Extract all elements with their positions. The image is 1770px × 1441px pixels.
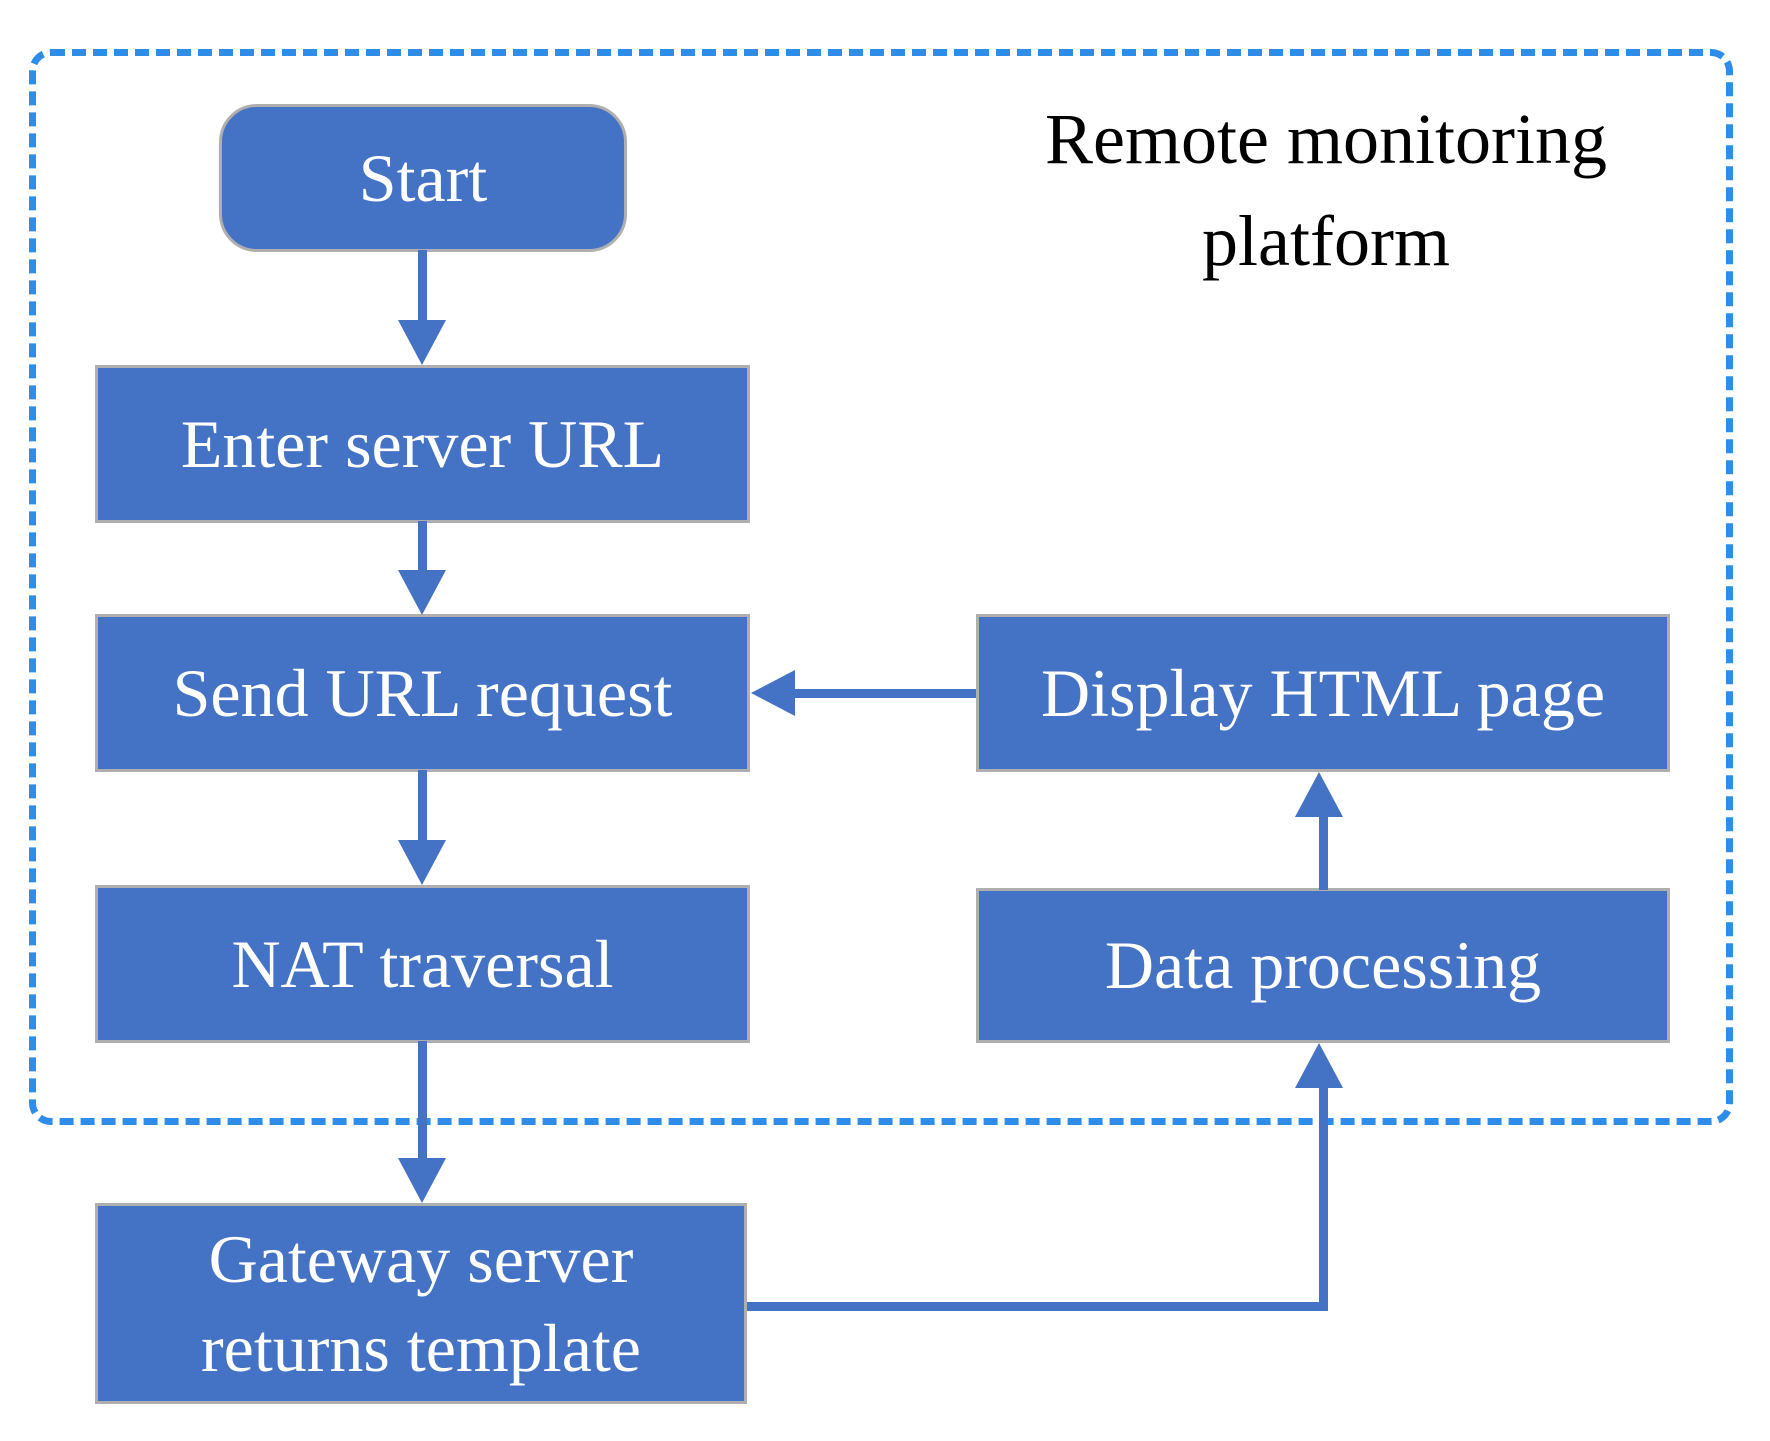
flow-node-nat-traversal: NAT traversal	[95, 885, 750, 1043]
flow-node-enter-server-url: Enter server URL	[95, 365, 750, 523]
arrow-start-to-enter-head-icon	[398, 320, 446, 365]
flow-node-nat-traversal-label: NAT traversal	[231, 925, 614, 1002]
arrow-nat-to-gateway-head-icon	[398, 1158, 446, 1203]
platform-boundary-dashed-frame	[29, 49, 1733, 1125]
flow-node-data-processing-label: Data processing	[1104, 927, 1542, 1004]
flow-node-display-html-page-label: Display HTML page	[1040, 654, 1606, 731]
flow-node-gateway-server: Gateway server returns template	[95, 1203, 747, 1404]
arrow-send-to-nat-head-icon	[398, 840, 446, 885]
flow-node-start: Start	[219, 104, 627, 252]
flow-node-enter-server-url-label: Enter server URL	[180, 405, 665, 482]
arrow-enter-to-send-head-icon	[398, 570, 446, 615]
arrow-display-to-send-head-icon	[751, 670, 795, 716]
arrow-data-to-display-head-icon	[1295, 772, 1343, 817]
diagram-title: Remote monitoring platform	[976, 88, 1676, 292]
flow-node-data-processing: Data processing	[976, 888, 1670, 1043]
arrow-send-to-nat-shaft	[418, 770, 427, 843]
arrow-nat-to-gateway-shaft	[418, 1041, 427, 1161]
flow-node-start-label: Start	[358, 139, 488, 216]
arrow-gateway-to-data-horizontal-shaft	[747, 1302, 1328, 1311]
arrow-enter-to-send-shaft	[418, 521, 427, 573]
flow-node-send-url-request: Send URL request	[95, 614, 750, 772]
arrow-data-to-display-shaft	[1319, 815, 1328, 890]
arrow-gateway-to-data-head-icon	[1295, 1043, 1343, 1088]
arrow-gateway-to-data-vertical-shaft	[1319, 1086, 1328, 1311]
flow-node-gateway-server-label-line1: Gateway server	[208, 1221, 634, 1298]
flow-node-display-html-page: Display HTML page	[976, 614, 1670, 772]
flow-node-send-url-request-label: Send URL request	[172, 654, 673, 731]
arrow-start-to-enter-shaft	[418, 250, 427, 323]
flow-node-gateway-server-label-line2: returns template	[201, 1309, 641, 1386]
diagram-title-line2: platform	[1202, 201, 1450, 282]
diagram-title-line1: Remote monitoring	[1045, 99, 1607, 179]
arrow-display-to-send-shaft	[793, 689, 976, 698]
